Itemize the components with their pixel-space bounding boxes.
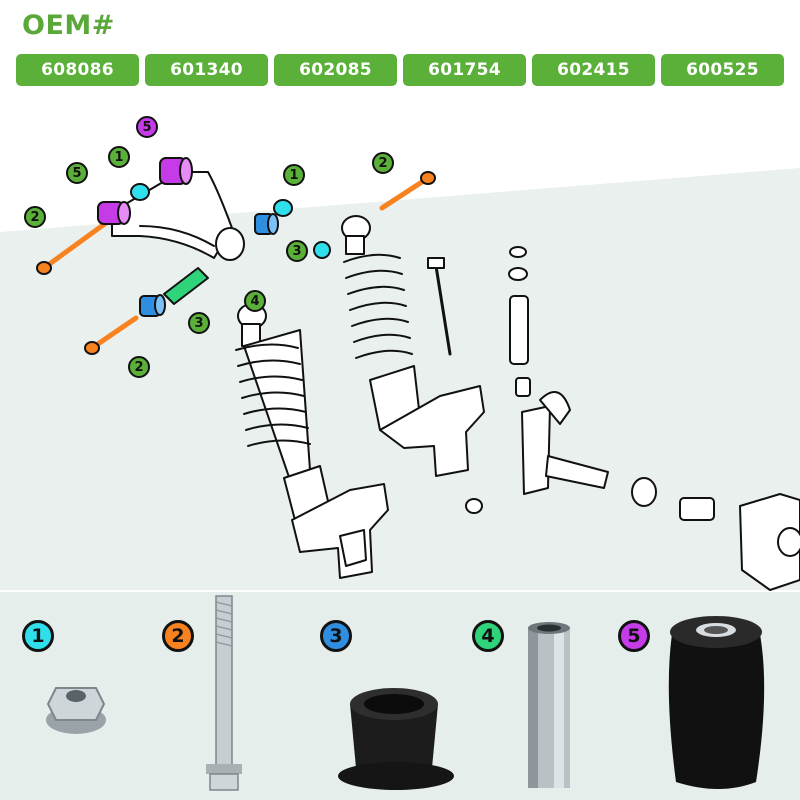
callout-2: 2 bbox=[24, 206, 46, 228]
oem-part-number-row: 608086 601340 602085 601754 602415 60052… bbox=[16, 54, 784, 86]
legend-number-3: 3 bbox=[320, 620, 352, 652]
callout-3: 3 bbox=[188, 312, 210, 334]
legend-number-4: 4 bbox=[472, 620, 504, 652]
callout-3: 3 bbox=[286, 240, 308, 262]
oem-part-number: 602085 bbox=[274, 54, 397, 86]
oem-part-number: 608086 bbox=[16, 54, 139, 86]
bushing-5-b bbox=[159, 157, 193, 185]
nut-1-b bbox=[273, 199, 293, 217]
washer bbox=[508, 267, 528, 281]
hex-flange-bolt-image bbox=[206, 595, 242, 791]
callout-1: 1 bbox=[283, 164, 305, 186]
nut-1-a bbox=[130, 183, 150, 201]
legend-parts-illustrations bbox=[46, 595, 765, 791]
bushing-3-b bbox=[139, 294, 166, 317]
oem-part-number: 601754 bbox=[403, 54, 526, 86]
bolt-2-b bbox=[379, 171, 436, 211]
washer bbox=[509, 246, 527, 258]
bushing-3-a bbox=[254, 213, 279, 235]
shock-absorber-left bbox=[235, 303, 389, 579]
oem-title: OEM# bbox=[22, 10, 115, 41]
callout-4: 4 bbox=[244, 290, 266, 312]
shock-absorber-right bbox=[341, 215, 485, 477]
bearing bbox=[631, 477, 657, 507]
callout-1: 1 bbox=[108, 146, 130, 168]
small-spacer bbox=[515, 377, 531, 397]
long-bolt bbox=[427, 257, 452, 356]
flange-lock-nut-image bbox=[46, 687, 106, 734]
bearing-spacer bbox=[679, 497, 715, 521]
bushing-5-a bbox=[97, 201, 131, 225]
oem-part-number: 601340 bbox=[145, 54, 268, 86]
bolt-2-a bbox=[36, 217, 113, 275]
callout-2: 2 bbox=[372, 152, 394, 174]
spacer-4 bbox=[163, 267, 209, 305]
callout-5: 5 bbox=[66, 162, 88, 184]
nut-1-c bbox=[313, 241, 331, 259]
oem-part-number: 602415 bbox=[532, 54, 655, 86]
bolt-2-c bbox=[84, 315, 139, 355]
callout-5: 5 bbox=[136, 116, 158, 138]
flanged-bushing-image bbox=[338, 688, 454, 790]
legend-number-1: 1 bbox=[22, 620, 54, 652]
oem-part-number: 600525 bbox=[661, 54, 784, 86]
a-arm bbox=[111, 171, 245, 261]
spacer-tube bbox=[509, 295, 529, 365]
wheel-hub bbox=[739, 493, 800, 591]
spindle bbox=[521, 391, 609, 495]
rubber-bushing-image bbox=[668, 616, 765, 789]
legend-number-5: 5 bbox=[618, 620, 650, 652]
nut bbox=[465, 498, 483, 514]
legend-number-2: 2 bbox=[162, 620, 194, 652]
callout-2: 2 bbox=[128, 356, 150, 378]
spacer-sleeve-image bbox=[528, 622, 570, 788]
